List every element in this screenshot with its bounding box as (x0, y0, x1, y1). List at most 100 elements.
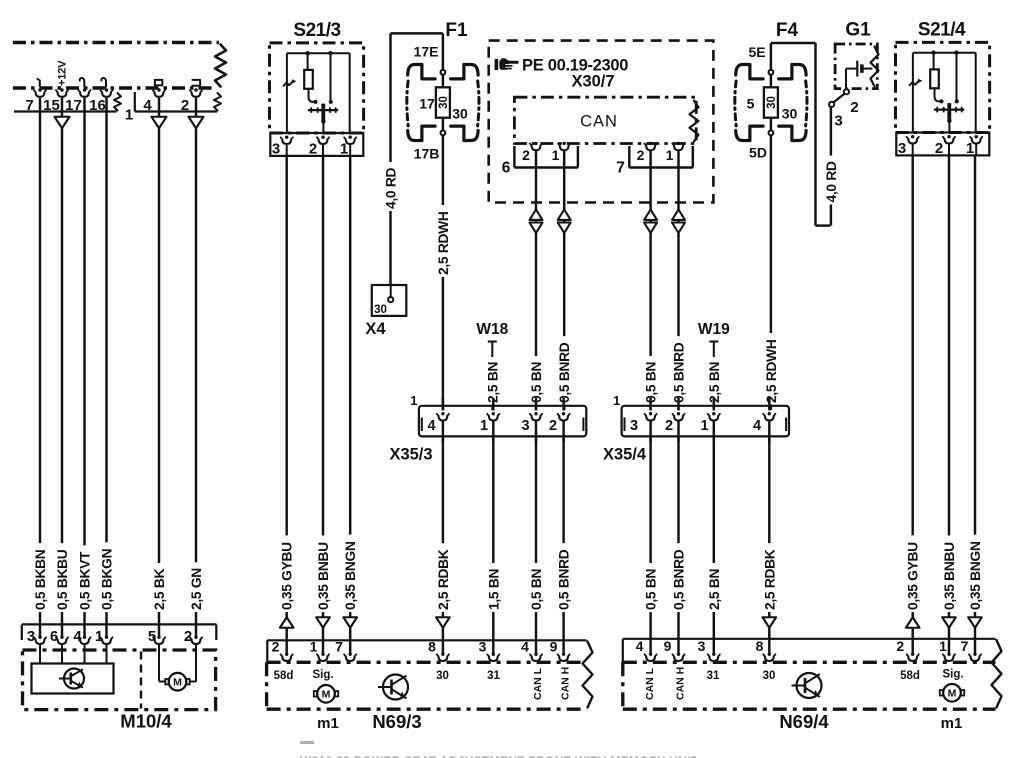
svg-text:0,35 BNBU: 0,35 BNBU (942, 542, 957, 610)
svg-text:3: 3 (630, 418, 638, 434)
svg-text:7: 7 (961, 638, 969, 654)
svg-text:15: 15 (43, 97, 60, 114)
svg-text:30: 30 (374, 304, 387, 316)
svg-text:3: 3 (698, 638, 706, 654)
svg-text:M10/4: M10/4 (120, 711, 172, 732)
svg-text:1: 1 (410, 393, 417, 408)
svg-text:m1: m1 (317, 715, 339, 732)
svg-text:4: 4 (753, 418, 761, 434)
svg-text:30: 30 (452, 106, 468, 122)
svg-text:3: 3 (898, 140, 906, 157)
svg-text:4,0 RD: 4,0 RD (824, 161, 839, 202)
svg-text:2,5 BK: 2,5 BK (152, 569, 167, 610)
svg-text:0,5 BNRD: 0,5 BNRD (557, 549, 572, 610)
svg-text:2,5 RDWH: 2,5 RDWH (436, 211, 451, 275)
svg-text:0,5 BN: 0,5 BN (529, 362, 544, 403)
svg-text:30: 30 (782, 106, 798, 122)
svg-text:0,5 BN: 0,5 BN (644, 569, 659, 610)
svg-text:4: 4 (73, 628, 82, 645)
svg-text:X35/4: X35/4 (603, 446, 647, 464)
svg-text:Sig.: Sig. (312, 669, 333, 681)
svg-text:0,5 BKBU: 0,5 BKBU (55, 549, 70, 610)
svg-text:0,5 BNRD: 0,5 BNRD (672, 342, 687, 403)
svg-text:0,5 BKGN: 0,5 BKGN (100, 548, 115, 610)
svg-text:8: 8 (428, 639, 436, 655)
svg-text:0,35 BNGN: 0,35 BNGN (968, 541, 983, 610)
svg-text:58d: 58d (274, 670, 294, 682)
svg-text:31: 31 (707, 670, 720, 682)
svg-text:2: 2 (181, 97, 189, 114)
svg-text:0,5 BNRD: 0,5 BNRD (557, 342, 572, 403)
svg-text:2: 2 (309, 141, 317, 158)
svg-text:5D: 5D (749, 145, 767, 161)
svg-text:N69/4: N69/4 (779, 711, 829, 732)
svg-text:2,5 BN: 2,5 BN (707, 569, 722, 610)
svg-text:1: 1 (552, 147, 560, 163)
svg-text:4,0 RD: 4,0 RD (384, 168, 399, 209)
svg-text:7: 7 (25, 97, 33, 114)
svg-text:4: 4 (636, 638, 644, 654)
svg-text:X4: X4 (365, 320, 386, 338)
svg-text:30: 30 (766, 96, 778, 109)
svg-text:2,5 RDBK: 2,5 RDBK (436, 549, 451, 610)
svg-text:0,5 BNRD: 0,5 BNRD (672, 549, 687, 610)
svg-text:2,5 RDWH: 2,5 RDWH (764, 339, 779, 403)
svg-text:PE 00.19-2300: PE 00.19-2300 (522, 57, 628, 75)
svg-text:S21/4: S21/4 (918, 20, 966, 41)
svg-text:4: 4 (427, 418, 435, 434)
svg-text:2: 2 (522, 147, 530, 163)
svg-text:3: 3 (272, 141, 280, 158)
svg-text:F1: F1 (445, 20, 468, 41)
svg-text:F4: F4 (776, 20, 799, 41)
svg-text:X35/3: X35/3 (389, 446, 432, 464)
svg-text:2: 2 (935, 140, 943, 157)
svg-text:1: 1 (95, 628, 103, 645)
svg-text:2,5 RDBK: 2,5 RDBK (762, 549, 777, 610)
svg-text:1: 1 (966, 140, 974, 157)
svg-text:N69/3: N69/3 (372, 711, 421, 732)
svg-text:2,5 BN: 2,5 BN (707, 362, 722, 403)
svg-text:58d: 58d (900, 670, 920, 682)
svg-text:17: 17 (419, 96, 435, 112)
svg-text:2: 2 (549, 418, 557, 434)
svg-text:30: 30 (763, 670, 776, 682)
svg-text:W18: W18 (476, 321, 508, 338)
svg-text:30: 30 (436, 670, 449, 682)
svg-text:+12V: +12V (57, 60, 69, 86)
svg-text:9: 9 (550, 639, 558, 655)
svg-text:7: 7 (616, 160, 625, 177)
svg-text:X30/7: X30/7 (571, 73, 614, 91)
svg-text:2: 2 (665, 418, 673, 434)
svg-text:3: 3 (27, 628, 35, 645)
svg-text:9: 9 (664, 638, 672, 654)
svg-text:17B: 17B (414, 146, 440, 162)
svg-text:1: 1 (613, 393, 620, 408)
svg-text:Sig.: Sig. (942, 669, 963, 681)
svg-text:2: 2 (184, 628, 192, 645)
svg-text:3: 3 (521, 418, 529, 434)
svg-text:M: M (948, 688, 957, 700)
svg-text:1: 1 (700, 418, 708, 434)
svg-text:0,35 BNGN: 0,35 BNGN (343, 541, 358, 610)
svg-text:2: 2 (896, 638, 904, 654)
svg-text:7: 7 (335, 639, 343, 655)
svg-text:2: 2 (272, 639, 280, 655)
svg-text:0,35 GYBU: 0,35 GYBU (906, 542, 921, 610)
svg-text:2,5 BN: 2,5 BN (485, 362, 500, 403)
svg-text:CAN H: CAN H (559, 667, 571, 700)
svg-text:1,5 BN: 1,5 BN (486, 569, 501, 610)
svg-text:8: 8 (756, 638, 764, 654)
svg-text:G1: G1 (845, 20, 871, 41)
svg-text:S21/3: S21/3 (293, 20, 340, 41)
svg-text:CAN L: CAN L (644, 667, 656, 700)
svg-text:0,5 BN: 0,5 BN (644, 362, 659, 403)
svg-text:1: 1 (310, 639, 318, 655)
svg-text:1: 1 (939, 638, 947, 654)
svg-text:17: 17 (65, 97, 82, 114)
svg-text:CAN: CAN (580, 113, 618, 131)
svg-text:4: 4 (521, 639, 529, 655)
svg-text:6: 6 (50, 628, 58, 645)
svg-text:5: 5 (747, 96, 755, 112)
svg-text:4: 4 (143, 97, 152, 114)
svg-text:1: 1 (666, 147, 674, 163)
